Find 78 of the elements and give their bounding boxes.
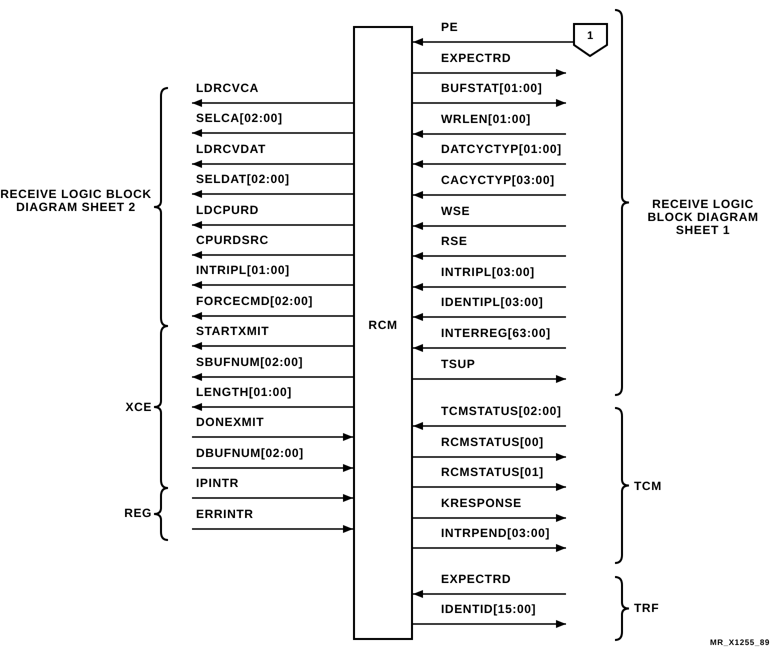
block-box bbox=[353, 26, 413, 640]
signal-arrow bbox=[413, 252, 566, 260]
signal-arrow bbox=[413, 590, 566, 598]
signal-arrow bbox=[413, 38, 573, 46]
flag-marker: 1 bbox=[573, 23, 608, 57]
signal-arrow bbox=[192, 464, 353, 472]
signal-arrow bbox=[413, 514, 566, 522]
signal-name: BUFSTAT[01:00] bbox=[441, 81, 542, 95]
signal-name: DATCYCTYP[01:00] bbox=[441, 142, 562, 156]
signal-arrow bbox=[192, 525, 353, 533]
signal-name: IDENTID[15:00] bbox=[441, 602, 536, 616]
group-label: RECEIVE LOGIC BLOCK DIAGRAM SHEET 1 bbox=[646, 198, 760, 237]
signal-name: SELDAT[02:00] bbox=[196, 172, 290, 186]
signal-arrow bbox=[192, 99, 353, 107]
signal-name: LDRCVCA bbox=[196, 81, 259, 95]
signal-name: IDENTIPL[03:00] bbox=[441, 295, 544, 309]
signal-arrow bbox=[192, 403, 353, 411]
group-label: REG bbox=[123, 507, 152, 520]
signal-arrow bbox=[192, 281, 353, 289]
signal-name: DONEXMIT bbox=[196, 415, 264, 429]
signal-arrow bbox=[192, 251, 353, 259]
signal-arrow bbox=[413, 130, 566, 138]
group-label: TRF bbox=[634, 602, 660, 615]
signal-name: PE bbox=[441, 20, 458, 34]
signal-name: EXPECTRD bbox=[441, 572, 512, 586]
signal-name: EXPECTRD bbox=[441, 51, 512, 65]
signal-arrow bbox=[192, 433, 353, 441]
signal-arrow bbox=[413, 544, 566, 552]
group-label: XCE bbox=[124, 401, 152, 414]
signal-arrow bbox=[413, 99, 566, 107]
signal-name: RSE bbox=[441, 234, 468, 248]
signal-arrow bbox=[413, 344, 566, 352]
signal-arrow bbox=[192, 312, 353, 320]
signal-arrow bbox=[192, 160, 353, 168]
signal-arrow bbox=[192, 494, 353, 502]
signal-arrow bbox=[192, 190, 353, 198]
signal-name: STARTXMIT bbox=[196, 324, 270, 338]
signal-name: CACYCTYP[03:00] bbox=[441, 173, 555, 187]
signal-name: CPURDSRC bbox=[196, 233, 269, 247]
signal-arrow bbox=[413, 422, 566, 430]
signal-name: INTRPEND[03:00] bbox=[441, 526, 550, 540]
signal-name: WSE bbox=[441, 204, 470, 218]
signal-name: INTERREG[63:00] bbox=[441, 326, 551, 340]
signal-name: INTRIPL[03:00] bbox=[441, 265, 535, 279]
signal-arrow bbox=[413, 313, 566, 321]
signal-name: KRESPONSE bbox=[441, 496, 522, 510]
signal-name: ERRINTR bbox=[196, 507, 254, 521]
signal-arrow bbox=[192, 342, 353, 350]
signal-arrow bbox=[413, 283, 566, 291]
group-label: RECEIVE LOGIC BLOCK DIAGRAM SHEET 2 bbox=[0, 188, 152, 214]
signal-arrow bbox=[413, 483, 566, 491]
signal-arrow bbox=[413, 620, 566, 628]
signal-arrow bbox=[413, 191, 566, 199]
group-label: TCM bbox=[634, 480, 663, 493]
signal-name: SBUFNUM[02:00] bbox=[196, 355, 304, 369]
signal-name: RCMSTATUS[01] bbox=[441, 465, 544, 479]
signal-arrow bbox=[192, 129, 353, 137]
signal-arrow bbox=[413, 69, 566, 77]
block-label: RCM bbox=[367, 318, 399, 332]
signal-arrow bbox=[413, 222, 566, 230]
signal-name: TSUP bbox=[441, 357, 476, 371]
signal-arrow bbox=[192, 221, 353, 229]
signal-name: FORCECMD[02:00] bbox=[196, 294, 314, 308]
signal-name: INTRIPL[01:00] bbox=[196, 263, 290, 277]
signal-name: LENGTH[01:00] bbox=[196, 385, 292, 399]
signal-name: TCMSTATUS[02:00] bbox=[441, 404, 562, 418]
signal-arrow bbox=[192, 373, 353, 381]
signal-name: DBUFNUM[02:00] bbox=[196, 446, 304, 460]
signal-name: WRLEN[01:00] bbox=[441, 112, 531, 126]
signal-arrow bbox=[413, 375, 566, 383]
signal-name: LDRCVDAT bbox=[196, 142, 266, 156]
signal-name: SELCA[02:00] bbox=[196, 111, 283, 125]
signal-name: LDCPURD bbox=[196, 203, 259, 217]
signal-arrow bbox=[413, 160, 566, 168]
figure-id: MR_X1255_89 bbox=[709, 637, 770, 649]
signal-name: RCMSTATUS[00] bbox=[441, 435, 544, 449]
signal-name: IPINTR bbox=[196, 476, 239, 490]
signal-arrow bbox=[413, 453, 566, 461]
